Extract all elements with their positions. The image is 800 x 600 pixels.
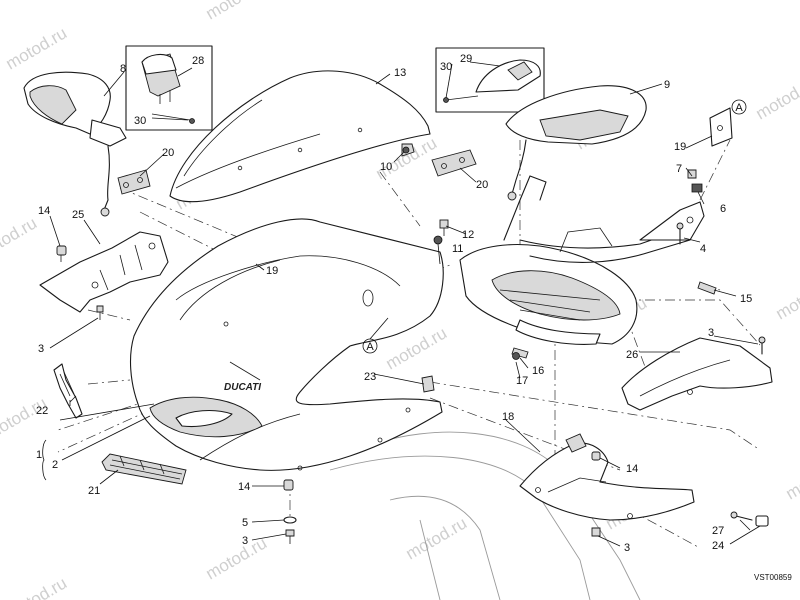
callout-25: 25 [72,209,84,221]
screw-14-bottom [283,479,294,491]
watermark-text: motod.ru [3,23,71,73]
callout-30-right: 30 [440,61,452,73]
screw-3-right-top [758,336,766,355]
callout-14-right: 14 [626,463,638,475]
callout-23: 23 [364,371,376,383]
watermark-text: motod.ru [3,573,71,600]
callout-29: 29 [460,53,472,65]
watermark-text: motod.ru [783,453,800,503]
callout-14-left: 14 [38,205,50,217]
callout-12: 12 [462,229,474,241]
screw-14-right [591,451,601,461]
windscreen [169,70,431,203]
screw-27 [730,511,753,521]
callout-19-left: 19 [266,265,278,277]
callout-13: 13 [394,67,406,79]
trim-strip-22 [53,363,83,419]
callout-24: 24 [712,540,724,552]
screw-3-bottom [285,529,295,544]
callout-1: 1 [36,449,42,461]
callout-4: 4 [700,243,706,255]
callout-11: 11 [452,243,463,255]
callout-18: 18 [502,411,514,423]
group-brace-1 [42,439,47,481]
callout-19-right: 19 [674,141,686,153]
callout-21: 21 [88,485,100,497]
bushing-24 [755,515,769,527]
screw-7 [687,169,697,179]
watermark-text: motod.ru [753,73,800,123]
callout-20-right: 20 [476,179,488,191]
drawing-code: VST00859 [754,573,792,582]
watermark-text: motod.ru [403,513,471,563]
lower-bracket-18 [519,433,695,521]
callout-9: 9 [664,79,670,91]
air-intake-grille-21 [101,453,187,485]
callout-7: 7 [676,163,682,175]
callout-27: 27 [712,525,724,537]
svg-text:A: A [735,102,743,114]
section-marker-a-right: A [731,99,747,115]
watermark-text: motod.ru [0,393,50,443]
side-panel-26 [621,337,773,411]
watermark-text: motod.ru [203,533,271,583]
right-mirror-mount [431,149,477,177]
right-mirror [505,85,647,201]
callout-30-left: 30 [134,115,146,127]
callout-20-left: 20 [162,147,174,159]
callout-6: 6 [720,203,726,215]
callout-10: 10 [380,161,392,173]
watermark-text: motod.ru [0,213,40,263]
screw-11 [433,235,443,245]
screw-17 [512,352,520,360]
callout-15: 15 [740,293,752,305]
screw-15 [697,281,717,295]
section-marker-a-center: A [362,317,389,354]
callout-28: 28 [192,55,204,67]
callout-26: 26 [626,349,638,361]
leader-lines [49,61,761,547]
screw-6 [691,183,703,193]
svg-text:A: A [366,341,374,353]
screw-10 [401,143,415,157]
screw-3-left [96,305,104,320]
screw-12 [439,219,449,236]
inset-left [125,45,213,131]
callout-3-left: 3 [38,343,44,355]
fairing-subframe [503,175,705,263]
right-clip-19 [709,107,733,147]
callout-8: 8 [120,63,126,75]
left-mirror [23,71,127,217]
inset-right [435,47,545,113]
callout-14-bottom: 14 [238,481,250,493]
callout-5: 5 [242,517,248,529]
callout-3-right-bottom: 3 [624,542,630,554]
watermark-text: motod.ru [773,273,800,323]
callout-22: 22 [36,405,48,417]
callout-16: 16 [532,365,544,377]
left-mirror-mount [117,169,151,195]
screw-14-left [56,245,67,262]
watermark-text: motod.ru [203,0,271,23]
callout-3-right-top: 3 [708,327,714,339]
headlight-assembly [459,243,638,345]
screw-4 [676,222,684,245]
clip-23 [421,375,435,393]
washer-5 [283,516,297,524]
callout-labels: 8 28 30 20 13 10 29 30 9 20 19 7 6 4 15 … [36,53,752,554]
callout-2: 2 [52,459,58,471]
screw-16 [511,347,529,359]
left-inner-bracket [39,231,169,313]
callout-3-bottom: 3 [242,535,248,547]
callout-17: 17 [516,375,528,387]
fairing-brand-mark: DUCATI [224,382,261,393]
screw-3-right-bottom [591,527,601,537]
front-fairing: DUCATI [130,218,444,471]
